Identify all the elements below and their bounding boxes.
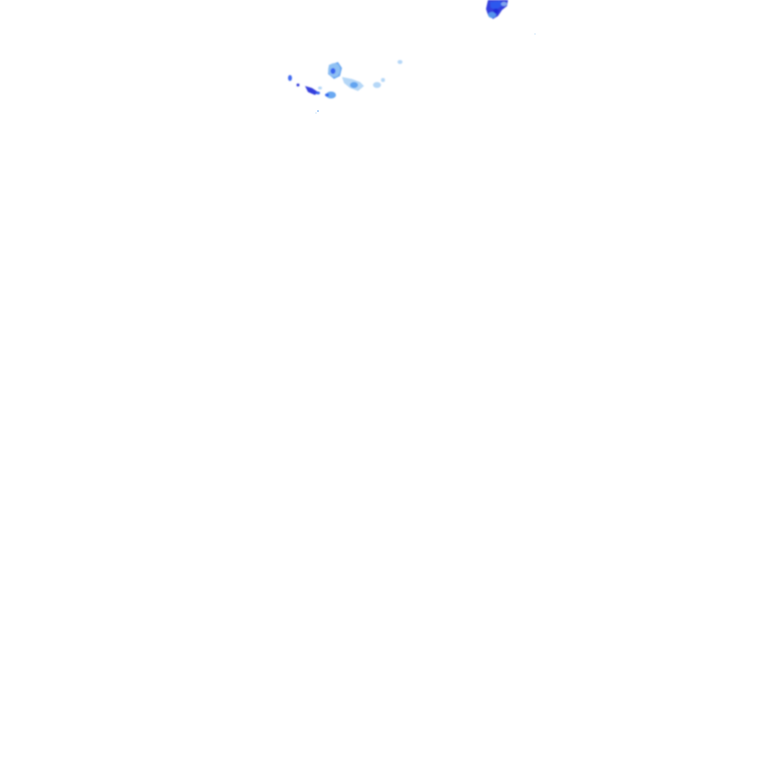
echo-cluster-central-band	[325, 60, 403, 99]
echo-cluster-northeast	[486, 0, 508, 19]
echo-scattered-specks	[315, 33, 536, 114]
echo-cluster-western-fragment	[288, 75, 322, 95]
